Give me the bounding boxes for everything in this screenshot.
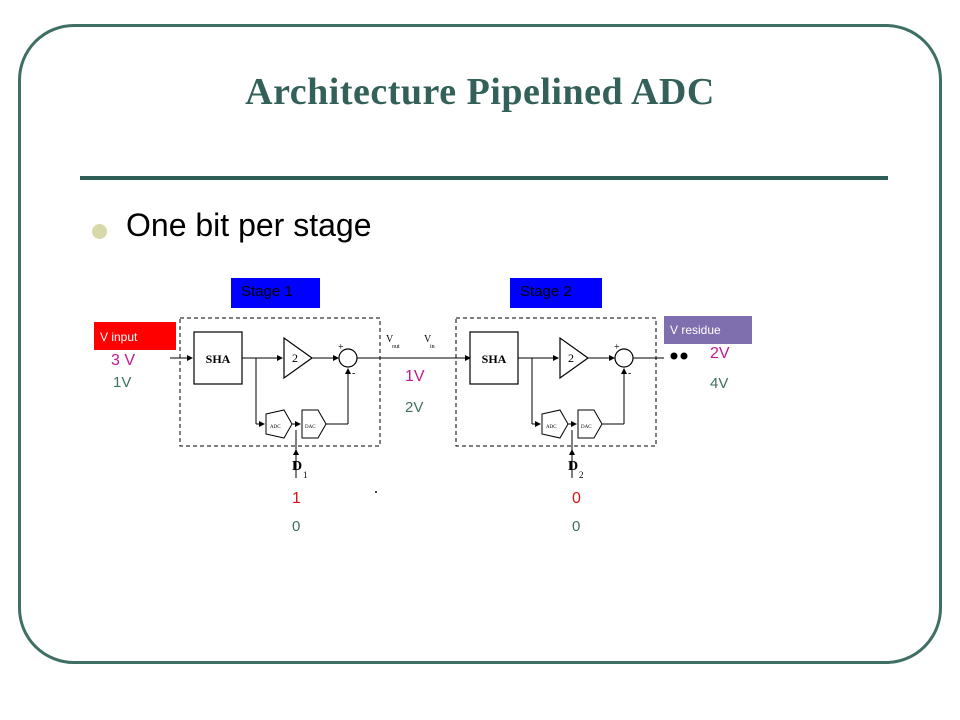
stage2-sha-label: SHA (482, 352, 507, 366)
svg-text:+: + (338, 342, 344, 353)
bullet-icon (92, 224, 107, 239)
mid-value-2: 2V (405, 399, 424, 416)
input-value-2: 1V (113, 374, 132, 391)
vin-label: V (424, 334, 432, 345)
continuation-dot (680, 352, 688, 360)
stage1-boundary (179, 317, 381, 447)
d1-bit-2: 0 (292, 518, 301, 535)
title-rule (80, 176, 888, 180)
stage1-d-sub: 1 (303, 470, 308, 480)
stage1-adc-block (265, 409, 293, 439)
stage2-gain-label: 2 (568, 351, 574, 365)
d2-bit-1: 0 (572, 490, 581, 507)
stage1-adc-label: ADC (270, 425, 281, 430)
svg-text:+: + (614, 342, 620, 353)
stage2-boundary (455, 317, 657, 447)
stage2-d-sub: 2 (579, 470, 584, 480)
bullet-text: One bit per stage (126, 207, 372, 243)
d1-bit-1: 1 (292, 490, 301, 507)
stage2-d-label: D (568, 459, 578, 474)
v-input-label: V input (94, 322, 176, 350)
stage2-dac-block (577, 409, 603, 439)
slide-frame (18, 24, 942, 664)
residue-value-1: 2V (710, 345, 730, 362)
d2-bit-2: 0 (572, 518, 581, 535)
stage2-adc-label: ADC (546, 425, 557, 430)
stage1-label: Stage 1 (231, 278, 320, 308)
mid-value-1: 1V (405, 368, 425, 385)
slide-title: Architecture Pipelined ADC (245, 71, 715, 113)
stage1-dac-label: DAC (305, 425, 316, 430)
stray-dot (375, 491, 377, 493)
vout-label: V (386, 334, 394, 345)
stage2-dac-label: DAC (581, 425, 592, 430)
stage2-adc-block (541, 409, 569, 439)
stage1-sha-block (193, 331, 243, 385)
stage1-gain-label: 2 (292, 351, 298, 365)
stage1-d-label: D (292, 459, 302, 474)
input-value-1: 3 V (111, 352, 136, 369)
stage1-dac-block (301, 409, 327, 439)
stage2-gain-amp (559, 336, 590, 380)
residue-value-2: 4V (710, 375, 729, 392)
stage1-gain-amp (283, 336, 314, 380)
v-residue-label: V residue (664, 316, 752, 344)
stage2-label: Stage 2 (510, 278, 602, 308)
svg-text:-: - (628, 368, 631, 379)
vin-sub: in (430, 344, 435, 350)
stage1-sha-label: SHA (206, 352, 231, 366)
continuation-dot (670, 352, 678, 360)
vout-sub: out (392, 344, 400, 350)
svg-text:-: - (352, 368, 355, 379)
